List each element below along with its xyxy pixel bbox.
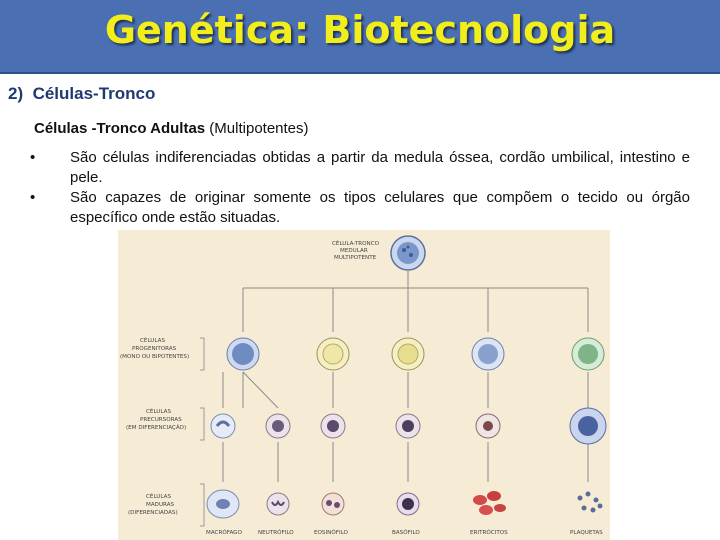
section-heading: 2) Células-Tronco xyxy=(8,84,155,104)
bullet-list: • São células indiferenciadas obtidas a p… xyxy=(30,148,690,228)
cell-name: EOSINÓFILO xyxy=(314,529,349,536)
row-label-progenitor: (MONO OU BIPOTENTES) xyxy=(120,354,189,360)
macrophage-cell-icon xyxy=(206,489,240,519)
diagram-svg: CÉLULA-TRONCO MEDULAR MULTIPOTENTE xyxy=(120,235,607,536)
bullet-marker: • xyxy=(30,189,36,206)
stem-cell-icon xyxy=(390,235,426,271)
erythrocytes-icon xyxy=(473,491,506,515)
bullet-text: São células indiferenciadas obtidas a pa… xyxy=(70,149,690,186)
precursor-cell-icon xyxy=(265,413,291,439)
precursor-cell-icon xyxy=(210,413,236,439)
bullet-marker: • xyxy=(30,149,36,166)
precursor-cell-icon xyxy=(320,413,346,439)
cell-name: ERITRÓCITOS xyxy=(470,529,508,536)
cell-name: BASÓFILO xyxy=(392,529,420,536)
tree-connectors xyxy=(222,270,589,482)
progenitor-cell-icon xyxy=(226,337,260,371)
subtitle: Células -Tronco Adultas (Multipotentes) xyxy=(34,120,309,137)
top-label-line: MEDULAR xyxy=(340,248,368,254)
cell-name: PLAQUETAS xyxy=(570,530,603,536)
bullet-text: São capazes de originar somente os tipos… xyxy=(70,189,690,226)
title-bar xyxy=(0,0,720,74)
bullet-item: • São capazes de originar somente os tipo… xyxy=(30,188,690,228)
row-label-mature: MADURAS xyxy=(146,502,175,508)
platelets-icon xyxy=(577,491,603,513)
top-label-line: MULTIPOTENTE xyxy=(334,255,377,261)
progenitor-cell-icon xyxy=(471,337,505,371)
section-number: 2) xyxy=(8,84,24,103)
eosinophil-cell-icon xyxy=(321,492,345,516)
section-title: Células-Tronco xyxy=(32,84,156,103)
row-brackets xyxy=(200,337,205,527)
precursor-cell-icon xyxy=(395,413,421,439)
row-label-precursor: (EM DIFERENCIAÇÃO) xyxy=(126,424,186,431)
stem-cell-diagram: CÉLULA-TRONCO MEDULAR MULTIPOTENTE xyxy=(118,230,610,540)
row-label-progenitor: PROGENITORAS xyxy=(132,346,177,352)
progenitor-cell-icon xyxy=(316,337,350,371)
row-label-mature: (DIFERENCIADAS) xyxy=(128,510,178,516)
cell-name: NEUTRÓFILO xyxy=(258,529,294,536)
precursor-cell-icon xyxy=(569,407,607,445)
bullet-item: • São células indiferenciadas obtidas a p… xyxy=(30,148,690,188)
basophil-cell-icon xyxy=(396,492,420,516)
row-label-progenitor: CÉLULAS xyxy=(140,336,165,344)
row-label-mature: CÉLULAS xyxy=(146,492,171,500)
row-label-precursor: PRECURSORAS xyxy=(140,417,182,423)
precursor-cell-icon xyxy=(475,413,501,439)
cell-name: MACRÓFAGO xyxy=(206,529,243,536)
progenitor-cell-icon xyxy=(571,337,605,371)
top-label-line: CÉLULA-TRONCO xyxy=(332,239,380,247)
progenitor-cell-icon xyxy=(391,337,425,371)
subtitle-rest: (Multipotentes) xyxy=(205,120,309,137)
neutrophil-cell-icon xyxy=(266,492,290,516)
row-label-precursor: CÉLULAS xyxy=(146,407,171,415)
subtitle-bold: Células -Tronco Adultas xyxy=(34,120,206,137)
slide-title: Genética: Biotecnologia xyxy=(104,8,616,52)
